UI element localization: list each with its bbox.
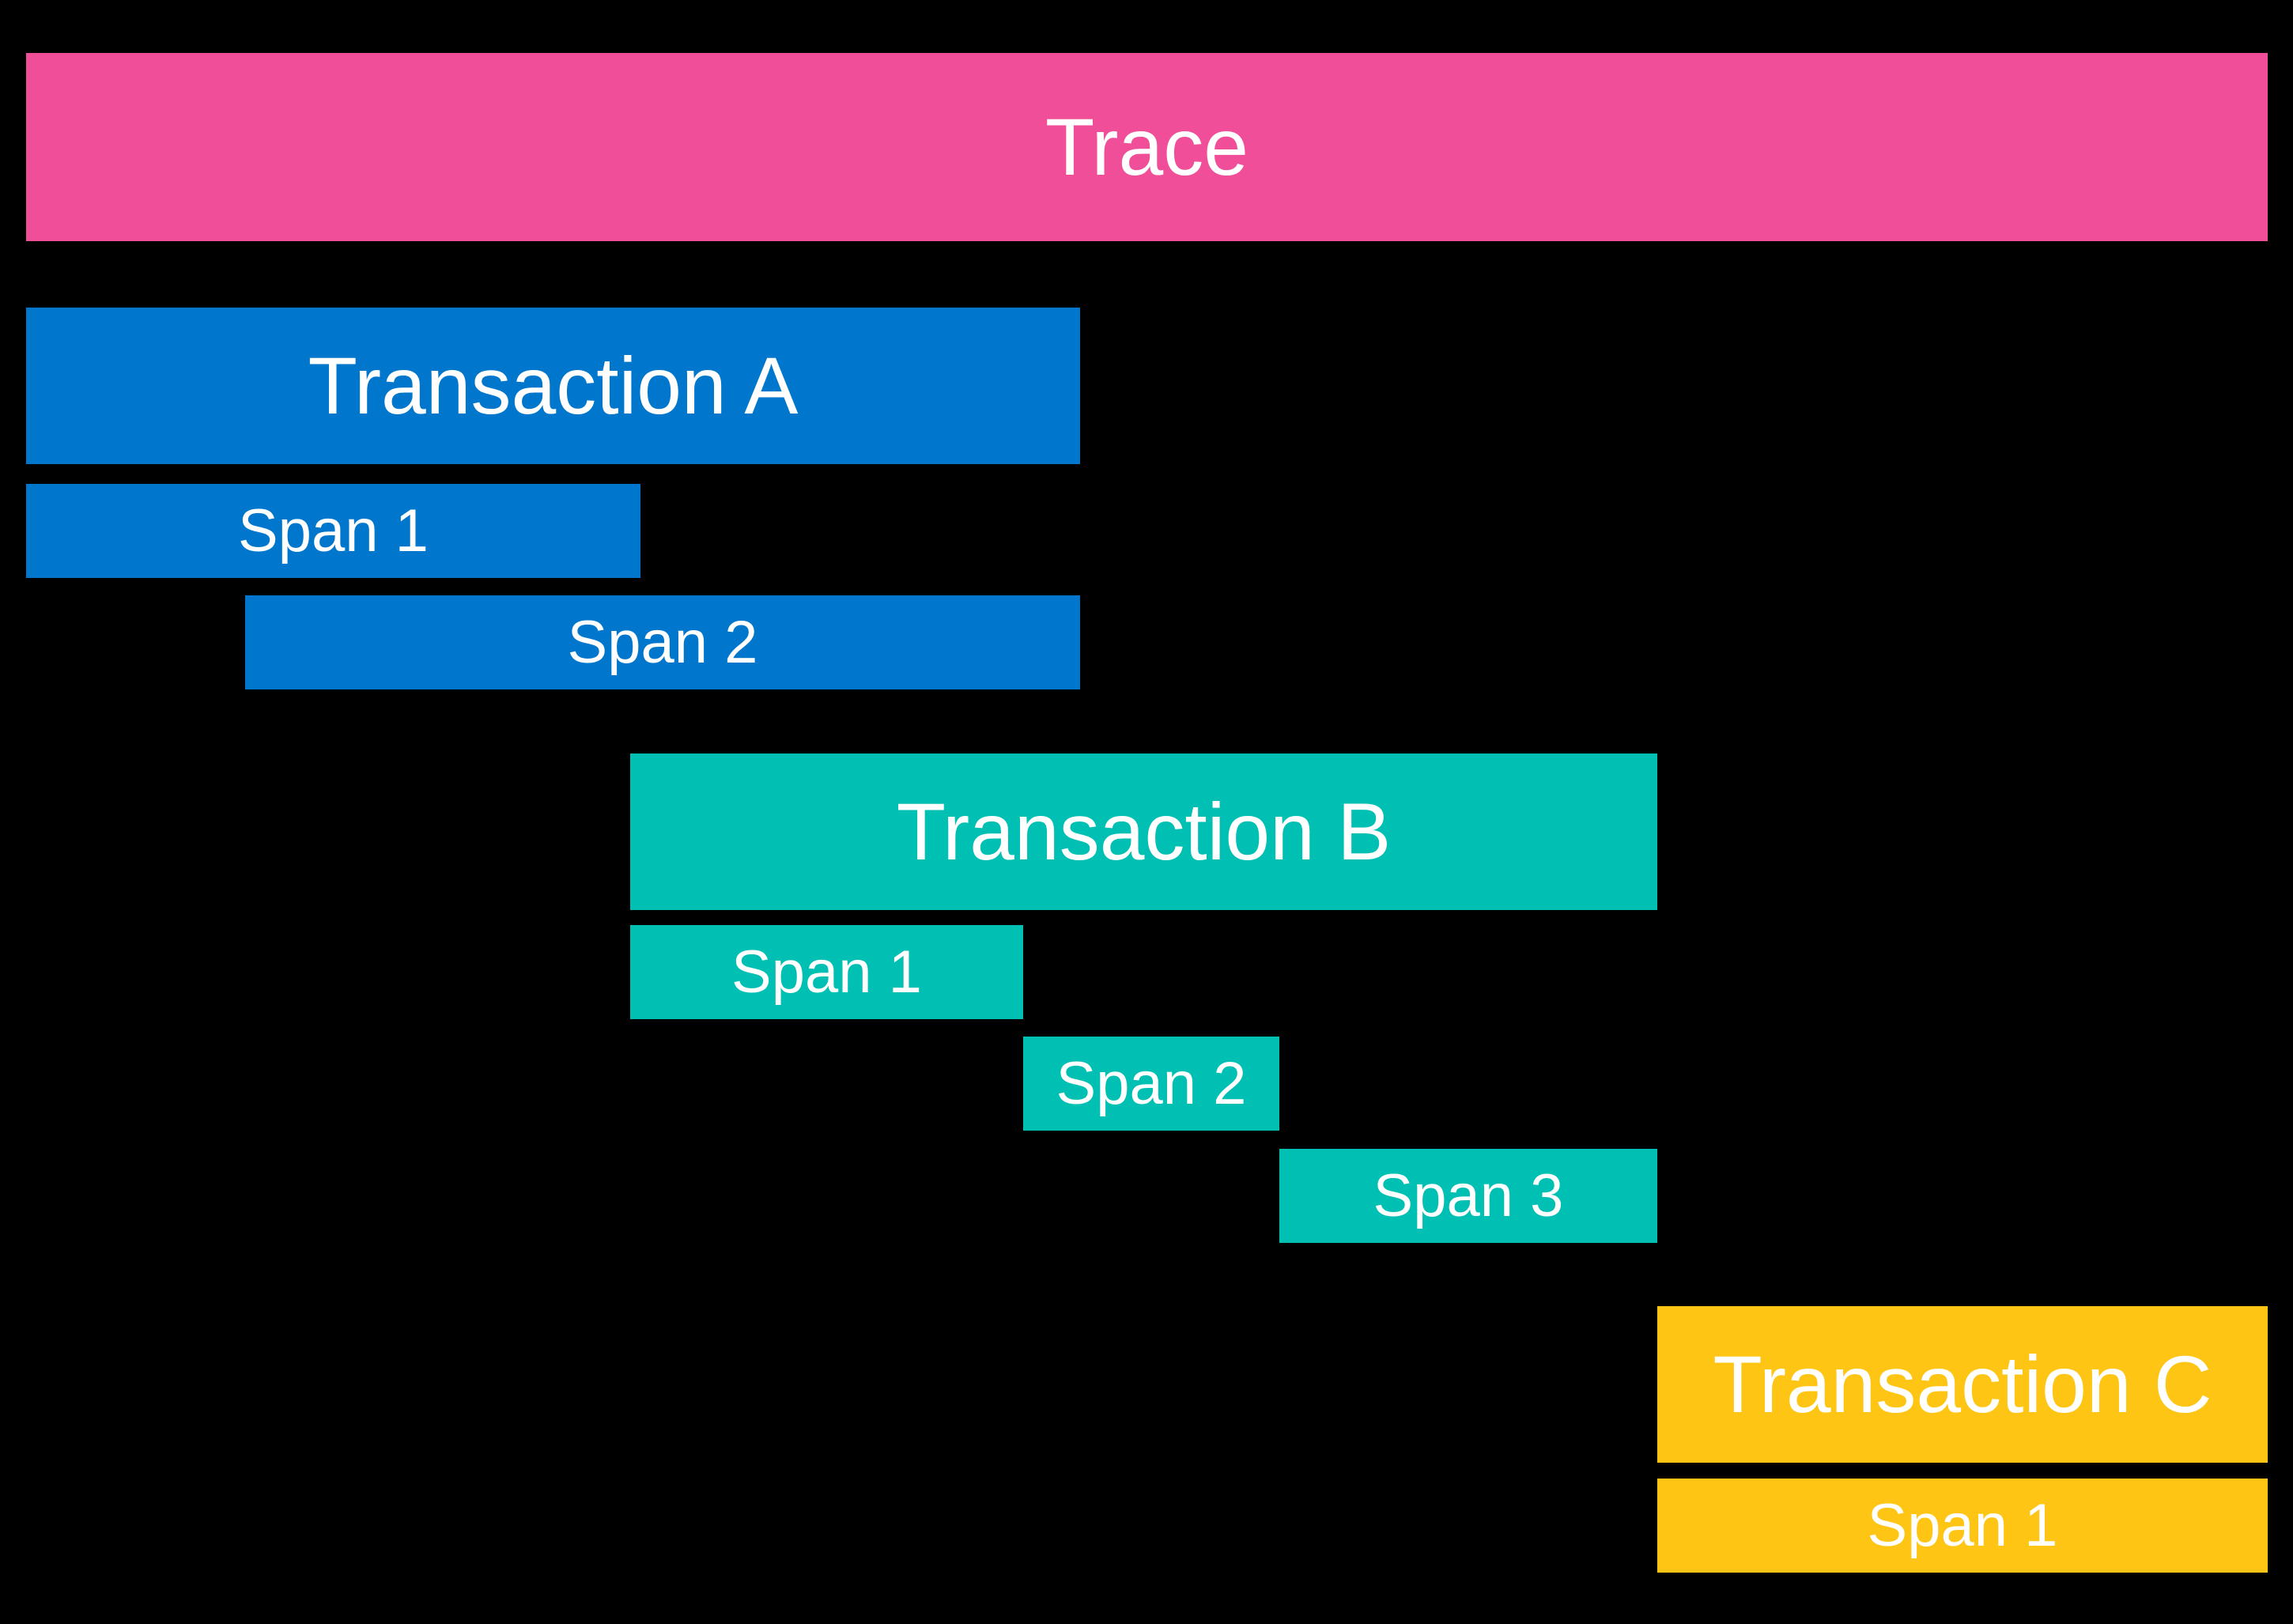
transaction-a-span-1-label: Span 1 (238, 497, 429, 565)
trace-bar: Trace (26, 53, 2268, 241)
transaction-b-label: Transaction B (896, 787, 1392, 877)
transaction-b-span-1-label: Span 1 (731, 938, 922, 1006)
transaction-b-span-2-label: Span 2 (1056, 1049, 1247, 1117)
transaction-a-label: Transaction A (308, 341, 799, 431)
transaction-a-span-1-bar: Span 1 (26, 484, 640, 578)
trace-label: Trace (1045, 102, 1248, 192)
transaction-a-span-2-label: Span 2 (567, 608, 758, 676)
transaction-a-span-2-bar: Span 2 (245, 595, 1080, 689)
transaction-c-bar: Transaction C (1657, 1306, 2268, 1463)
transaction-c-span-1-bar: Span 1 (1657, 1479, 2268, 1573)
transaction-b-span-3-label: Span 3 (1373, 1161, 1564, 1229)
transaction-b-span-2-bar: Span 2 (1023, 1037, 1279, 1131)
transaction-b-span-3-bar: Span 3 (1279, 1149, 1657, 1243)
transaction-a-bar: Transaction A (26, 308, 1080, 464)
transaction-c-span-1-label: Span 1 (1867, 1491, 2058, 1559)
transaction-b-span-1-bar: Span 1 (630, 925, 1023, 1019)
transaction-b-bar: Transaction B (630, 753, 1657, 910)
transaction-c-label: Transaction C (1713, 1339, 2212, 1429)
